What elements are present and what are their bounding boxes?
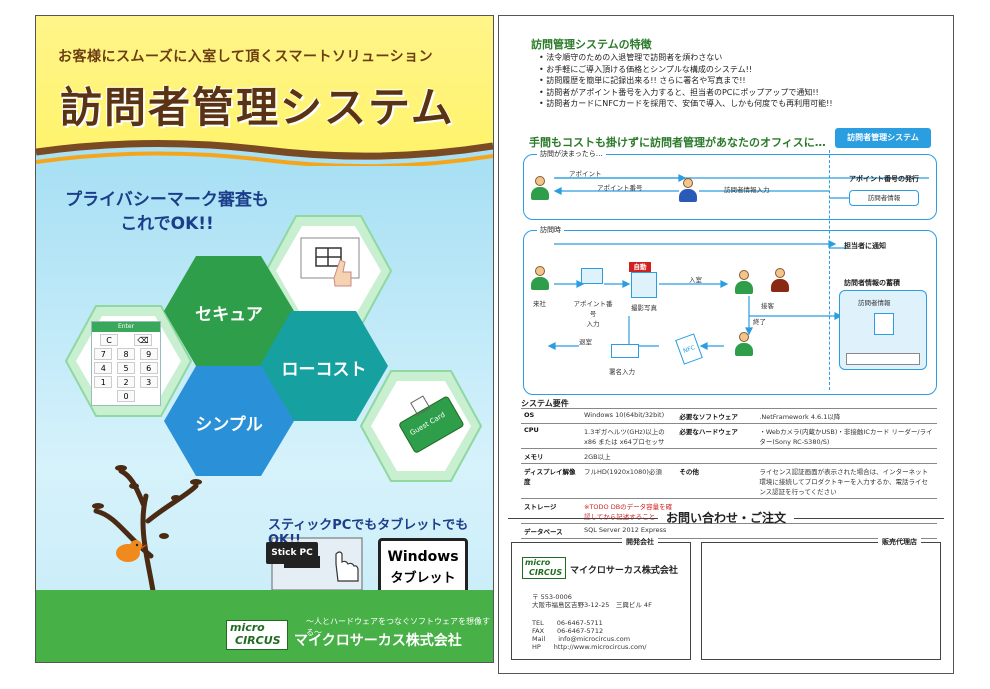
privacy-message: プライバシーマーク審査も これでOK!! xyxy=(52,188,282,236)
feature-item: 訪問者カードにNFCカードを採用で、安価で導入、しかも何度でも再利用可能!! xyxy=(539,98,832,110)
developer-box: 開発会社 micro CIRCUS マイクロサーカス株式会社 〒 553-000… xyxy=(511,537,691,660)
feature-item: 訪問履歴を簡単に記録出来る!! さらに署名や写真まで!! xyxy=(539,75,833,87)
developer-company-name: マイクロサーカス株式会社 xyxy=(570,566,678,576)
developer-hp: HP http://www.microcircus.com/ xyxy=(532,643,647,651)
privacy-line-2: これでOK!! xyxy=(120,214,214,234)
flow2-enter-room: 入室 xyxy=(689,276,702,284)
system-badge: 訪問者管理システム xyxy=(835,128,931,148)
signature-sample xyxy=(846,353,920,365)
feature-item: お手軽にご導入頂ける価格とシンプルな構成のシステム!! xyxy=(539,64,833,76)
spec-title: システム要件 xyxy=(521,399,569,408)
key-0: 0 xyxy=(117,390,135,402)
flow2-signature: 署名入力 xyxy=(609,368,635,376)
flow2-appointment-input: アポイント番号 入力 xyxy=(573,300,613,328)
visitor-person-icon xyxy=(735,332,753,356)
features-list: 法令順守のための入退管理で訪問者を煩わさない お手軽にご導入頂ける価格とシンプル… xyxy=(539,52,833,110)
developer-mail: Mail info@microcircus.com xyxy=(532,635,631,643)
privacy-line-1: プライバシーマーク審査も xyxy=(65,190,269,210)
company-logo: micro CIRCUS xyxy=(522,557,566,579)
key-4: 4 xyxy=(94,362,113,374)
developer-address: 大阪市福島区吉野3-12-25 三興ビル 4F xyxy=(532,601,652,609)
flow2-visitor-info: 訪問者情報 xyxy=(858,299,891,307)
flow2-notify: 担当者に通知 xyxy=(844,242,886,250)
developer-postal: 〒 553-0006 xyxy=(532,593,572,601)
tablet-label: タブレット xyxy=(390,571,456,586)
key-c: C xyxy=(100,334,118,346)
visitor-person-icon xyxy=(735,270,753,294)
features-title: 訪問管理システムの特徴 xyxy=(531,38,652,51)
hex-lowcost xyxy=(260,311,388,421)
brochure-subtitle: お客様にスムーズに入室して頂くスマートソリューション xyxy=(58,49,434,65)
key-9: 9 xyxy=(139,348,158,360)
flow2-finish: 終了 xyxy=(753,318,766,326)
flow-before-visit-label: 訪問が決まったら… xyxy=(537,149,606,159)
developer-heading: 開発会社 xyxy=(622,537,658,547)
flow-before-visit xyxy=(523,154,937,220)
key-3: 3 xyxy=(139,376,158,388)
signature-pad-icon xyxy=(611,344,639,358)
dealer-heading: 販売代理店 xyxy=(878,537,921,547)
flow2-reception: 接客 xyxy=(761,302,774,310)
flow2-exit-room: 退室 xyxy=(579,338,592,346)
flow1-appointment: アポイント xyxy=(569,170,602,178)
flow1-appointment-number: アポイント番号 xyxy=(597,184,643,192)
flow-on-visit xyxy=(523,230,937,395)
pc-monitor-icon xyxy=(581,268,603,284)
brochure-title: 訪問者管理システム xyxy=(60,83,455,132)
flow2-arrival: 来社 xyxy=(533,300,546,308)
key-8: 8 xyxy=(116,348,135,360)
key-6: 6 xyxy=(139,362,158,374)
hex-secure xyxy=(164,256,294,366)
company-name: マイクロサーカス株式会社 xyxy=(294,633,462,649)
developer-fax: FAX 06-6467-5712 xyxy=(532,627,604,635)
company-logo: micro CIRCUS xyxy=(226,620,288,650)
hex-label-secure: セキュア xyxy=(195,305,263,325)
dealer-box: 販売代理店 xyxy=(701,537,941,660)
staff-person-icon xyxy=(679,178,697,202)
hex-label-lowcost: ローコスト xyxy=(281,360,367,380)
feature-item: 法令順守のための入退管理で訪問者を煩わさない xyxy=(539,52,833,64)
windows-tablet-badge: Windows タブレット xyxy=(378,538,468,594)
flow1-visitor-info: 訪問者情報 xyxy=(849,190,919,206)
camera-photo-icon xyxy=(631,272,657,298)
header-band xyxy=(36,16,493,161)
flow2-photo: 撮影写真 xyxy=(631,304,657,312)
visitor-person-icon xyxy=(531,176,549,200)
auto-badge: 自動 xyxy=(629,262,651,272)
bird-icon xyxy=(116,540,148,562)
company-tagline: ～人とハードウェアをつなぐソフトウェアを想像する～ xyxy=(306,617,490,637)
hex-simple xyxy=(164,366,294,476)
contact-heading: お問い合わせ・ご注文 xyxy=(499,509,953,526)
visitor-info-card: 訪問者情報 xyxy=(839,290,927,370)
flow-on-visit-label: 訪問時 xyxy=(537,225,564,235)
office-heading: 手間もコストも掛けずに訪問者管理があなたのオフィスに… xyxy=(529,136,826,149)
avatar xyxy=(874,313,894,335)
brochure-front-page: お客様にスムーズに入室して頂くスマートソリューション 訪問者管理システム プライ… xyxy=(35,15,494,663)
windows-label: Windows xyxy=(387,549,459,565)
key-7: 7 xyxy=(94,348,113,360)
stick-pc-label: Stick PC xyxy=(266,542,318,564)
key-2: 2 xyxy=(116,376,135,388)
key-backspace: ⌫ xyxy=(134,334,152,346)
key-5: 5 xyxy=(116,362,135,374)
table-row: ディスプレイ解像度フルHD(1920x1080)必須 その他ライセンス認証画面が… xyxy=(521,463,937,499)
developer-tel: TEL 06-6467-5711 xyxy=(532,619,603,627)
feature-item: 訪問者がアポイント番号を入力すると、担当者のPCにポップアップで通知!! xyxy=(539,87,833,99)
flow1-issue-number: アポイント番号の発行 xyxy=(849,175,919,183)
system-divider xyxy=(829,150,830,390)
brochure-back-page: 訪問管理システムの特徴 法令順守のための入退管理で訪問者を煩わさない お手軽にご… xyxy=(498,15,954,674)
staff-person-icon xyxy=(771,268,789,292)
visitor-person-icon xyxy=(531,266,549,290)
flow1-visitor-info-input: 訪問者情報入力 xyxy=(724,186,770,194)
hex-label-simple: シンプル xyxy=(195,415,263,435)
key-1: 1 xyxy=(94,376,113,388)
flow2-save-info: 訪問者情報の蓄積 xyxy=(844,279,900,287)
keypad-enter: Enter xyxy=(92,322,160,332)
